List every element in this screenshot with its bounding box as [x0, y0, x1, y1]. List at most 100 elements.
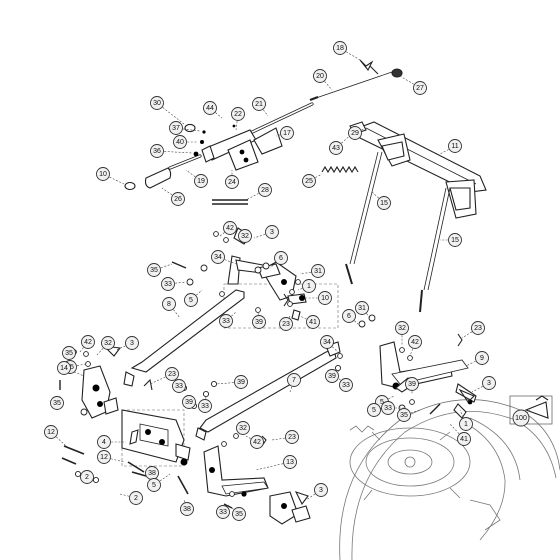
callout-circle: [252, 315, 266, 329]
washers-top-left: [184, 123, 236, 157]
callout-label: 17: [283, 130, 291, 137]
callout-circle: [355, 301, 369, 315]
callout-circle: [318, 291, 332, 305]
callout-circle: [342, 309, 356, 323]
callout-label: 15: [380, 200, 388, 207]
callout-circle: [397, 408, 411, 422]
callout-circle: [448, 139, 462, 153]
callout-c5d: 5: [147, 478, 161, 492]
callout-c13: 13: [283, 455, 297, 469]
callout-circle: [211, 250, 225, 264]
callout-label: 42: [411, 339, 419, 346]
leader-line-c35c: [69, 363, 87, 368]
callout-circle: [408, 335, 422, 349]
callout-c27: 27: [413, 81, 427, 95]
callout-circle: [280, 126, 294, 140]
callout-circle: [184, 293, 198, 307]
callout-c42b: 42: [408, 335, 422, 349]
callout-label: 34: [323, 339, 331, 346]
callout-circle: [512, 409, 530, 427]
callout-c34b: 34: [320, 335, 334, 349]
callout-label: 18: [336, 45, 344, 52]
callout-label: 39: [237, 379, 245, 386]
callout-circle: [258, 183, 272, 197]
callout-circle: [459, 417, 473, 431]
callout-c17: 17: [280, 126, 294, 140]
callout-label: 11: [451, 143, 458, 150]
callout-label: 7: [292, 377, 296, 384]
callout-circle: [62, 346, 76, 360]
callout-label: 10: [321, 295, 329, 302]
callout-circle: [302, 279, 316, 293]
long-link-7: [195, 341, 341, 441]
callout-c31a: 31: [311, 264, 325, 278]
callout-circle: [448, 233, 462, 247]
callout-circle: [171, 192, 185, 206]
callout-label: 44: [206, 105, 214, 112]
callout-label: 12: [100, 454, 108, 461]
callout-label: 33: [164, 281, 172, 288]
callout-c41a: 41: [306, 315, 320, 329]
callout-c3d: 3: [314, 483, 328, 497]
leader-line-c8: [168, 303, 181, 319]
callout-circle: [231, 107, 245, 121]
callout-label: 5: [372, 407, 376, 414]
callout-circle: [234, 375, 248, 389]
callout-label: 3: [487, 380, 491, 387]
callout-label: 3: [270, 229, 274, 236]
callout-circle: [339, 378, 353, 392]
leader-line-c1b: [459, 409, 467, 425]
callout-label: 21: [255, 101, 263, 108]
left-bracket-14: [81, 365, 119, 419]
callout-c6a: 6: [274, 251, 288, 265]
leader-line-c13: [255, 461, 291, 471]
callout-label: 35: [53, 400, 61, 407]
callout-circle: [219, 314, 233, 328]
callout-circle: [203, 101, 217, 115]
bolts-and-pins: [57, 227, 475, 509]
callout-c11: 11: [448, 139, 462, 153]
callout-label: 30: [153, 100, 161, 107]
callout-c24: 24: [225, 175, 239, 189]
leader-line-c20: [319, 75, 333, 91]
callout-circle: [252, 97, 266, 111]
callout-c38a: 38: [145, 466, 159, 480]
callout-circle: [180, 502, 194, 516]
callout-c42a: 42: [223, 221, 237, 235]
callout-c23b: 23: [471, 321, 485, 335]
callout-label: 29: [351, 130, 359, 137]
callout-c19: 19: [194, 174, 208, 188]
callout-c23c: 23: [165, 367, 179, 381]
callout-c15b: 15: [448, 233, 462, 247]
callout-c21: 21: [252, 97, 266, 111]
height-adjust-lever: [124, 102, 314, 191]
callout-label: 15: [451, 237, 459, 244]
callout-label: 100: [515, 415, 527, 422]
callout-c36: 36: [150, 144, 164, 158]
callout-circle: [482, 376, 496, 390]
callout-label: 32: [398, 325, 406, 332]
leader-line-c23b: [461, 327, 479, 339]
callout-circle: [475, 351, 489, 365]
leader-line-c42b: [409, 341, 416, 357]
callout-label: 28: [261, 187, 269, 194]
leader-line-c11: [439, 145, 456, 155]
callout-circle: [381, 401, 395, 415]
callout-c39c: 39: [182, 395, 196, 409]
callout-c9: 9: [475, 351, 489, 365]
callout-label: 24: [228, 179, 236, 186]
callout-circle: [125, 336, 139, 350]
lever-13: [203, 445, 269, 497]
callout-circle: [238, 229, 252, 243]
callout-c3c: 3: [482, 376, 496, 390]
callout-label: 26: [174, 196, 182, 203]
callout-c44: 44: [203, 101, 217, 115]
leader-line-c26: [161, 187, 179, 200]
callout-c2b: 2: [129, 491, 143, 505]
callout-circle: [320, 335, 334, 349]
callout-c1b: 1: [459, 417, 473, 431]
callout-circle: [333, 41, 347, 55]
callout-c37: 37: [169, 121, 183, 135]
callout-circle: [162, 297, 176, 311]
